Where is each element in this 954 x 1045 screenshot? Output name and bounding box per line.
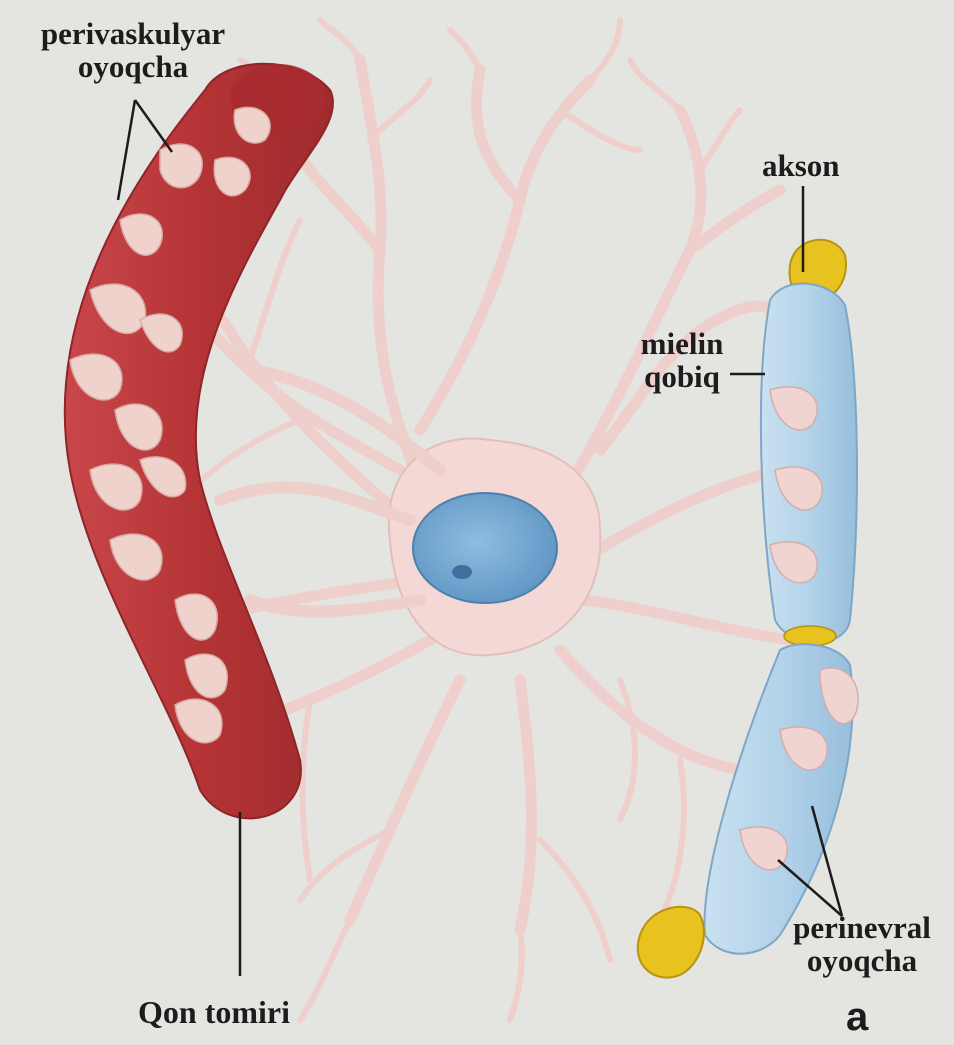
label-blood-vessel: Qon tomiri xyxy=(138,996,290,1030)
node-of-ranvier xyxy=(784,626,836,646)
label-myelin-sheath: mielin qobiq xyxy=(612,328,752,393)
label-axon: akson xyxy=(762,150,840,183)
nucleolus xyxy=(452,565,472,579)
nucleus xyxy=(413,493,557,603)
label-perineural-endfoot: perinevral oyoqcha xyxy=(770,912,954,977)
axon-bottom xyxy=(638,907,704,978)
label-perivascular-endfoot: perivaskulyar oyoqcha xyxy=(8,18,258,83)
myelin-sheath-upper xyxy=(761,284,857,643)
panel-letter: a xyxy=(846,996,868,1038)
